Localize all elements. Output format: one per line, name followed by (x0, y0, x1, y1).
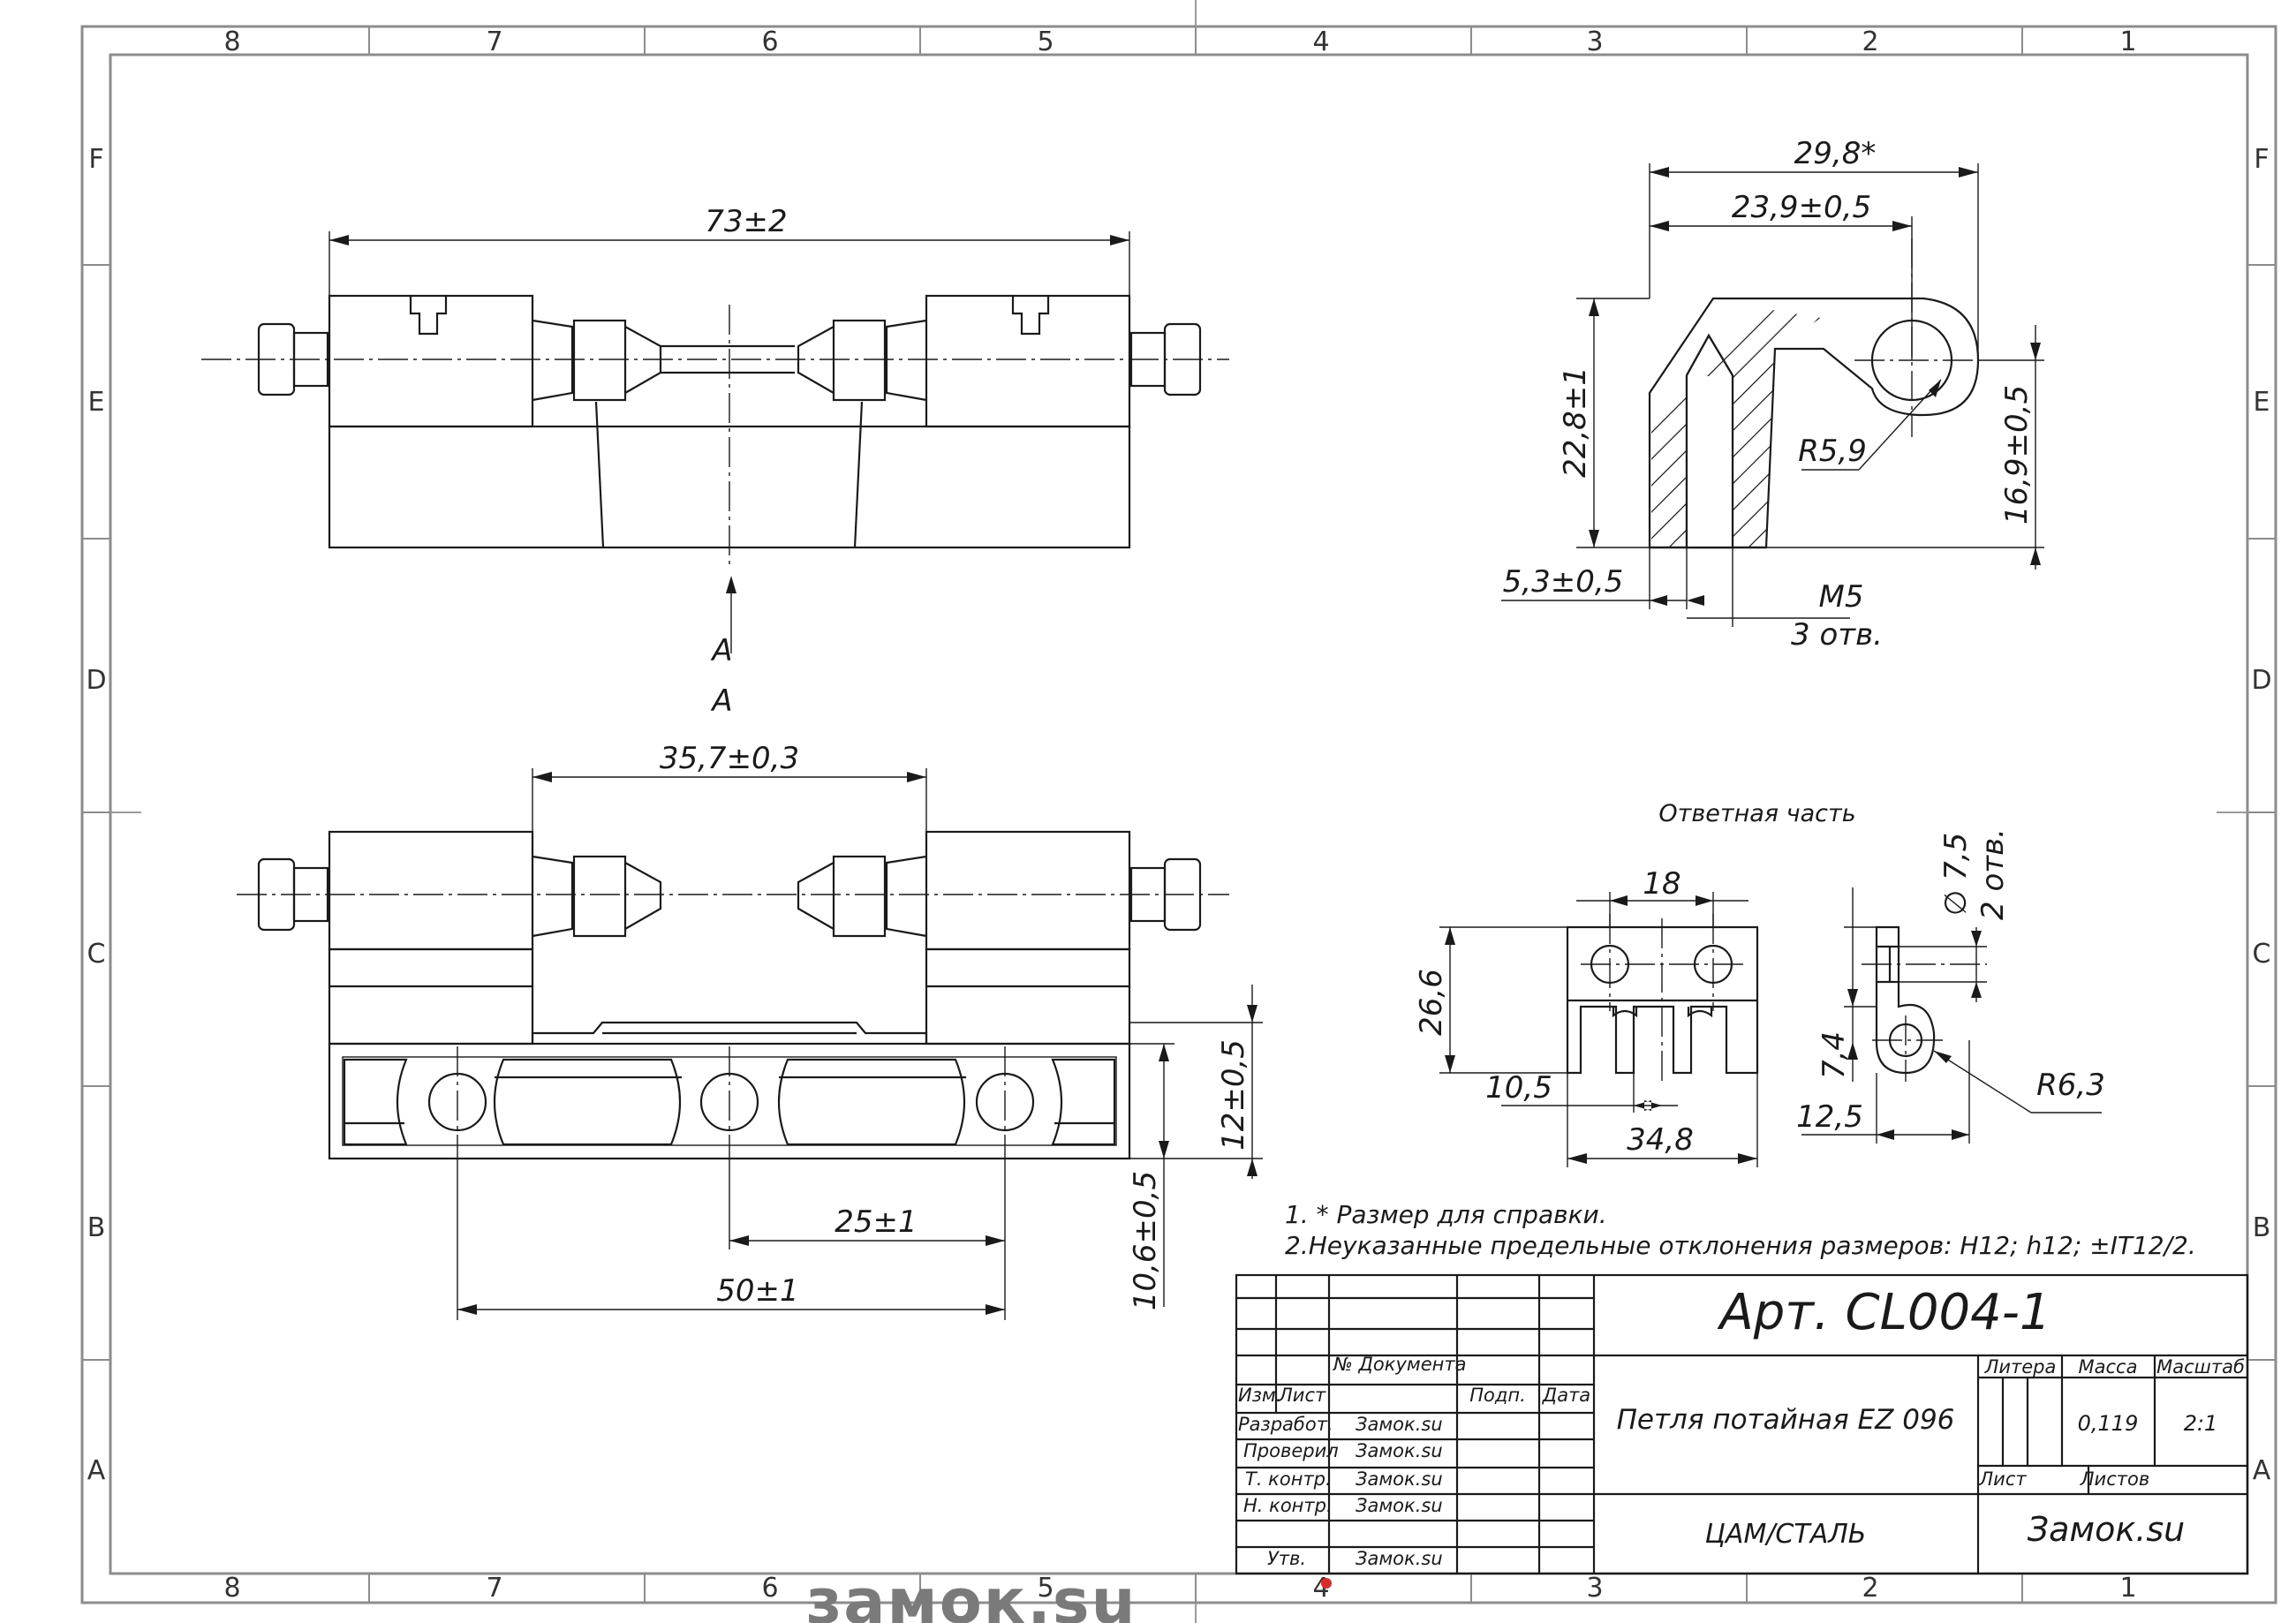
col-label-bottom: 7 (486, 1573, 502, 1604)
dim-mating-offset: 10,5 (1485, 1070, 1552, 1106)
dim-bottom-height-left: 10,6±0,5 (1128, 1171, 1163, 1310)
notes: 1. * Размер для справки. 2.Неуказанные п… (1285, 1200, 2196, 1260)
role-label: Н. контр. (1243, 1495, 1333, 1516)
grid-labels: 8 7 6 5 4 3 2 1 8 7 6 5 4 3 2 1 F E D C … (86, 26, 2271, 1604)
scale-label: Масштаб (2156, 1356, 2245, 1378)
dim-overall-length: 73±2 (705, 204, 787, 239)
note-2: 2.Неуказанные предельные отклонения разм… (1285, 1231, 2196, 1260)
mating-part-view: Ответная часть 18 26,6 10,5 34,8 (1414, 800, 2105, 1167)
mass-label: Масса (2079, 1356, 2138, 1378)
watermark-logo: замок.su (806, 1566, 1332, 1623)
col-label-bottom: 1 (2119, 1573, 2136, 1604)
sheet-label: Лист (1978, 1468, 2027, 1490)
role-person: Замок.su (1356, 1495, 1443, 1516)
col-label-top: 3 (1586, 26, 1603, 57)
title-material: ЦАМ/СТАЛЬ (1705, 1519, 1867, 1550)
col-label-top: 5 (1037, 26, 1054, 57)
role-label: Проверил (1243, 1440, 1339, 1461)
dim-bottom-height-right: 12±0,5 (1216, 1039, 1251, 1151)
sheets-label: Листов (2080, 1468, 2149, 1490)
row-label-left: C (87, 939, 106, 970)
row-label-right: A (2253, 1455, 2271, 1486)
dim-mating-width: 34,8 (1627, 1122, 1694, 1158)
thread-count: 3 отв. (1791, 617, 1883, 653)
row-label-left: F (88, 144, 103, 175)
title-name: Петля потайная EZ 096 (1617, 1404, 1955, 1436)
title-company: Замок.su (2028, 1510, 2185, 1549)
col-doc-number: № Документа (1333, 1354, 1466, 1375)
col-label-bottom: 2 (1862, 1573, 1878, 1604)
role-label: Т. контр. (1245, 1468, 1332, 1490)
row-label-left: E (88, 387, 105, 418)
dim-wall: 5,3±0,5 (1503, 564, 1624, 600)
dim-mating-radius: R6,3 (2036, 1068, 2105, 1103)
dim-thickness-a: 7,4 (1816, 1031, 1852, 1079)
role-person: Замок.su (1356, 1468, 1443, 1490)
col-list: Лист (1278, 1385, 1326, 1406)
dim-mating-pitch: 18 (1643, 866, 1680, 902)
dim-radius: R5,9 (1798, 434, 1867, 469)
side-section-view: 22,8±1 16,9±0,5 29,8* 23,9±0,5 R5,9 5,3±… (1501, 136, 2044, 653)
dim-hole-count: 2 отв. (1975, 828, 2011, 920)
mass-value: 0,119 (2078, 1411, 2139, 1436)
watermark-keyhole-icon (1321, 1578, 1332, 1589)
row-label-left: A (87, 1455, 106, 1486)
col-date: Дата (1542, 1385, 1590, 1406)
dim-side-height: 22,8±1 (1558, 366, 1593, 478)
section-hatch (1651, 300, 1821, 547)
dim-pitch: 25±1 (835, 1204, 917, 1240)
dim-span: 50±1 (716, 1273, 798, 1309)
col-label-top: 6 (761, 26, 778, 57)
row-label-right: B (2253, 1212, 2271, 1243)
col-label-bottom: 6 (761, 1573, 778, 1604)
role-person: Замок.su (1356, 1414, 1443, 1435)
section-title: А (710, 683, 732, 719)
role-person: Замок.su (1356, 1548, 1443, 1569)
top-view: 73±2 А А (201, 204, 1229, 719)
dim-mating-height: 26,6 (1414, 969, 1449, 1036)
col-label-bottom: 3 (1586, 1573, 1603, 1604)
col-label-top: 1 (2119, 26, 2136, 57)
bottom-view: 35,7±0,3 12±0,5 10,6±0,5 25±1 50±1 (237, 741, 1263, 1320)
mating-title: Ответная часть (1658, 800, 1855, 827)
col-label-bottom: 8 (223, 1573, 240, 1604)
row-label-left: D (86, 665, 106, 696)
dim-width-ref: 29,8* (1794, 136, 1877, 171)
watermark-text: замок.su (806, 1566, 1137, 1623)
dim-hole-diameter: ∅ 7,5 (1938, 833, 1974, 917)
row-label-right: E (2254, 387, 2270, 418)
note-1: 1. * Размер для справки. (1285, 1200, 1607, 1229)
col-sign: Подп. (1469, 1385, 1526, 1406)
col-label-top: 4 (1312, 26, 1329, 57)
col-label-top: 8 (223, 26, 240, 57)
title-article: Арт. CL004-1 (1717, 1284, 2051, 1341)
role-label: Разработ. (1238, 1414, 1333, 1435)
dim-width: 23,9±0,5 (1732, 190, 1871, 225)
col-izm: Изм. (1238, 1385, 1281, 1406)
row-label-left: B (87, 1212, 106, 1243)
dim-bottom-length: 35,7±0,3 (660, 741, 799, 776)
dim-axis-height: 16,9±0,5 (1999, 385, 2035, 525)
sheet-frame (80, 0, 2277, 1623)
litera-label: Литера (1984, 1356, 2057, 1378)
role-label: Утв. (1267, 1548, 1306, 1569)
section-mark-label: А (710, 633, 732, 668)
thread-spec: М5 (1819, 579, 1864, 615)
col-label-bottom: 5 (1037, 1573, 1054, 1604)
dim-thickness-b: 12,5 (1796, 1099, 1863, 1135)
scale-value: 2:1 (2184, 1411, 2218, 1436)
col-label-top: 7 (486, 26, 502, 57)
col-label-top: 2 (1862, 26, 1878, 57)
role-person: Замок.su (1356, 1440, 1443, 1461)
title-block: Арт. CL004-1 Петля потайная EZ 096 ЦАМ/С… (1235, 1273, 2249, 1575)
row-label-right: C (2253, 939, 2271, 970)
row-label-right: F (2254, 144, 2269, 175)
row-label-right: D (2251, 665, 2271, 696)
